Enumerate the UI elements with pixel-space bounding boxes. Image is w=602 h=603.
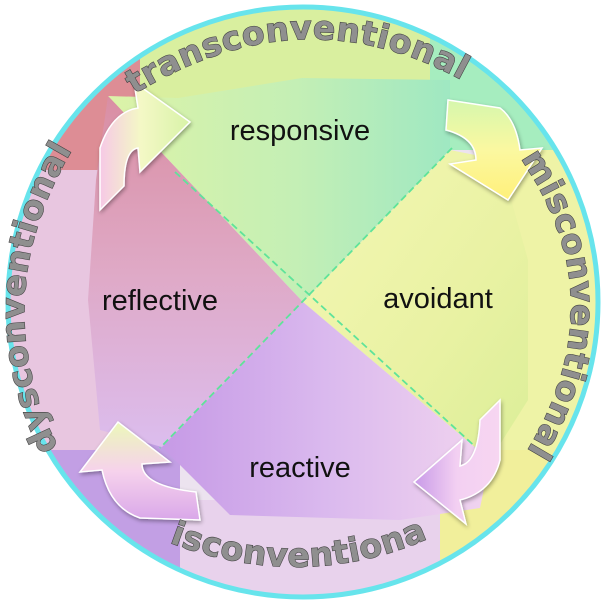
cycle-arrows — [78, 80, 544, 526]
label-reflective: reflective — [102, 285, 218, 317]
label-avoidant: avoidant — [383, 283, 493, 315]
divider-lines — [159, 147, 493, 463]
arrow-top-up — [99, 80, 192, 212]
quadrant-labels: responsive avoidant reactive reflective — [102, 115, 493, 484]
quadrant-avoidant — [303, 150, 528, 460]
quadrant-reactive — [162, 302, 490, 520]
arrow-right-down — [445, 99, 544, 202]
quadrant-responsive — [108, 78, 450, 302]
arrow-bottom-left — [412, 398, 501, 526]
divider-line-nw-se — [174, 171, 493, 463]
label-reactive: reactive — [249, 452, 351, 484]
quadrant-reflective — [88, 96, 303, 447]
label-responsive: responsive — [230, 115, 370, 147]
disc-rim — [5, 4, 601, 600]
divider-line-ne-sw — [159, 147, 453, 449]
arrow-left-up — [78, 420, 201, 521]
quadrants — [88, 78, 528, 520]
